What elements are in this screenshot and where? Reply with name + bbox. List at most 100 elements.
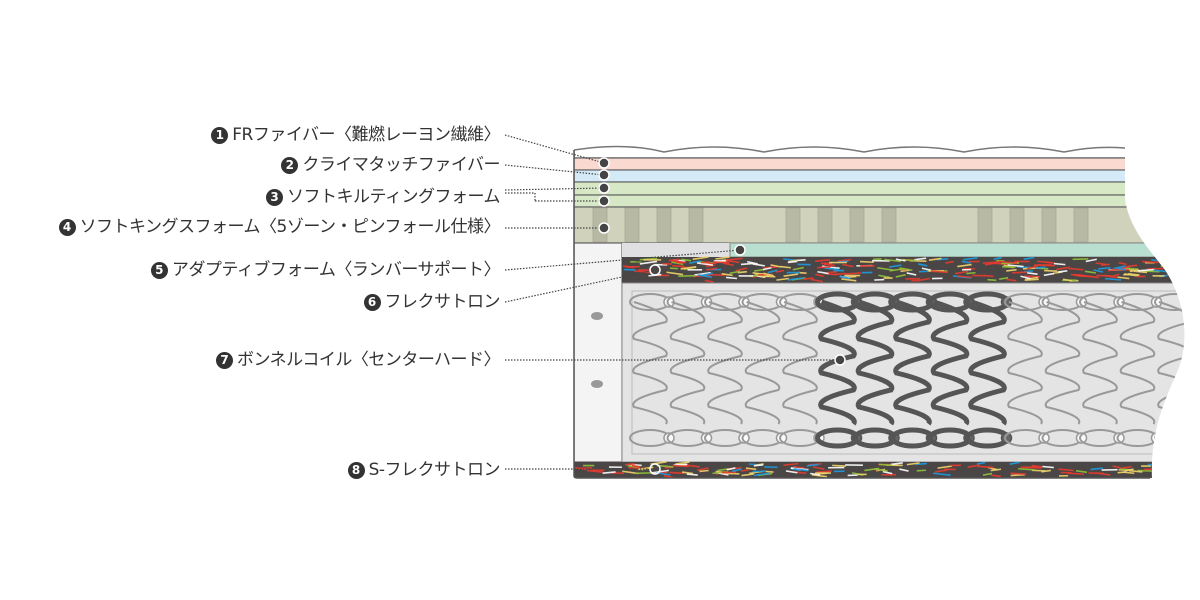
fiber-strand xyxy=(990,474,1001,478)
leader-line xyxy=(505,192,536,201)
fiber-strand xyxy=(666,271,684,276)
fiber-strand xyxy=(1156,260,1168,264)
pinhole xyxy=(881,207,897,243)
fiber-strand xyxy=(689,260,701,264)
helical-wire-knot xyxy=(1038,432,1050,444)
fiber-strand xyxy=(628,466,641,470)
fiber-strand xyxy=(1007,264,1024,268)
fiber-strand xyxy=(918,263,928,267)
helical-wire-knot xyxy=(1000,432,1013,444)
fiber-strand xyxy=(817,270,829,275)
fiber-strand xyxy=(675,261,684,264)
fiber-strand xyxy=(999,276,1009,281)
fiber-strand xyxy=(767,269,778,274)
fiber-strand xyxy=(1027,272,1038,276)
pinhole xyxy=(785,207,801,243)
fiber-strand xyxy=(1180,264,1185,268)
fiber-strand xyxy=(1098,266,1111,270)
fiber-strand xyxy=(1006,268,1017,272)
bonnell-coil-spring xyxy=(968,299,1007,426)
bonnell-coil-spring xyxy=(855,299,895,426)
fiber-strand xyxy=(1020,275,1031,280)
fiber-strand xyxy=(721,471,737,474)
fiber-strand xyxy=(982,261,1001,264)
layer-fr-fiber xyxy=(574,157,1175,171)
outline xyxy=(573,150,1150,479)
pinhole xyxy=(817,207,833,243)
fiber-strand xyxy=(810,472,821,476)
fiber-strand xyxy=(1170,274,1185,278)
leader-dot xyxy=(598,182,610,194)
fiber-strand xyxy=(731,468,742,473)
leader-dot xyxy=(598,157,610,169)
fiber-strand xyxy=(811,474,827,478)
fiber-strand xyxy=(686,473,698,476)
fiber-strand xyxy=(783,462,799,467)
vent-hole xyxy=(591,380,603,388)
label-text: ボンネルコイル〈センターハード〉 xyxy=(237,350,500,370)
fiber-strand xyxy=(916,469,927,472)
bonnell-coil-spring xyxy=(1082,301,1118,425)
fiber-strand xyxy=(1142,260,1158,264)
fiber-strand xyxy=(783,273,799,277)
pinhole xyxy=(1073,207,1089,243)
fiber-strand xyxy=(1034,266,1046,269)
coil-top-loop xyxy=(1154,293,1185,311)
helical-wire-knot xyxy=(738,432,750,444)
leader-dot xyxy=(734,244,746,256)
fiber-strand xyxy=(1117,276,1130,280)
fiber-strand xyxy=(681,471,694,475)
fiber-strand xyxy=(740,262,754,266)
fiber-strand xyxy=(928,257,942,261)
bonnell-coil-spring xyxy=(782,301,818,425)
fiber-strand xyxy=(1012,271,1027,274)
fiber-strand xyxy=(762,266,772,271)
fiber-strand xyxy=(787,277,804,281)
leader-dot xyxy=(598,169,610,181)
fiber-strand xyxy=(982,472,993,476)
fiber-strand xyxy=(877,266,894,271)
fiber-strand xyxy=(1009,461,1021,465)
fiber-strand xyxy=(622,265,635,269)
fiber-strand xyxy=(723,262,735,267)
bonnell-coil-spring xyxy=(818,299,857,426)
fiber-strand xyxy=(1182,274,1185,278)
fiber-strand xyxy=(1057,270,1068,273)
fiber-strand xyxy=(1178,258,1185,261)
fiber-strand xyxy=(1084,270,1096,274)
fiber-strand xyxy=(832,464,846,467)
bonnell-coil-spring xyxy=(1007,301,1043,425)
helical-wire-knot xyxy=(1075,432,1088,444)
fiber-strand xyxy=(704,279,714,283)
fiber-strand xyxy=(1189,463,1197,464)
layer-climatouch-fiber xyxy=(574,169,1175,183)
layer-quilting-foam-2 xyxy=(574,194,1175,208)
fiber-strand xyxy=(961,260,971,264)
fiber-strand xyxy=(956,275,973,279)
fiber-strand xyxy=(945,260,954,264)
fiber-strand xyxy=(889,264,902,268)
fiber-strand xyxy=(586,469,604,473)
side-panel xyxy=(574,242,623,463)
fiber-strand xyxy=(741,473,755,477)
label-text: クライマタッチファイバー xyxy=(302,155,500,175)
fiber-strand xyxy=(713,259,728,262)
fiber-strand xyxy=(737,270,747,274)
pinhole xyxy=(1041,207,1057,243)
pinhole xyxy=(688,207,704,243)
bonnell-coil-spring xyxy=(744,301,781,425)
fiber-strand xyxy=(1171,278,1185,282)
fiber-strand xyxy=(672,264,685,268)
bonnell-coil-spring xyxy=(1119,301,1156,425)
fiber-strand xyxy=(918,270,929,273)
fiber-strand xyxy=(763,272,774,277)
fiber-strand xyxy=(1101,263,1110,266)
fiber-strand xyxy=(671,261,684,266)
fiber-strand xyxy=(780,265,791,269)
fiber-strand xyxy=(705,264,715,268)
fiber-strand xyxy=(967,464,980,469)
fiber-strand xyxy=(1093,269,1104,273)
fiber-strand xyxy=(752,263,766,267)
